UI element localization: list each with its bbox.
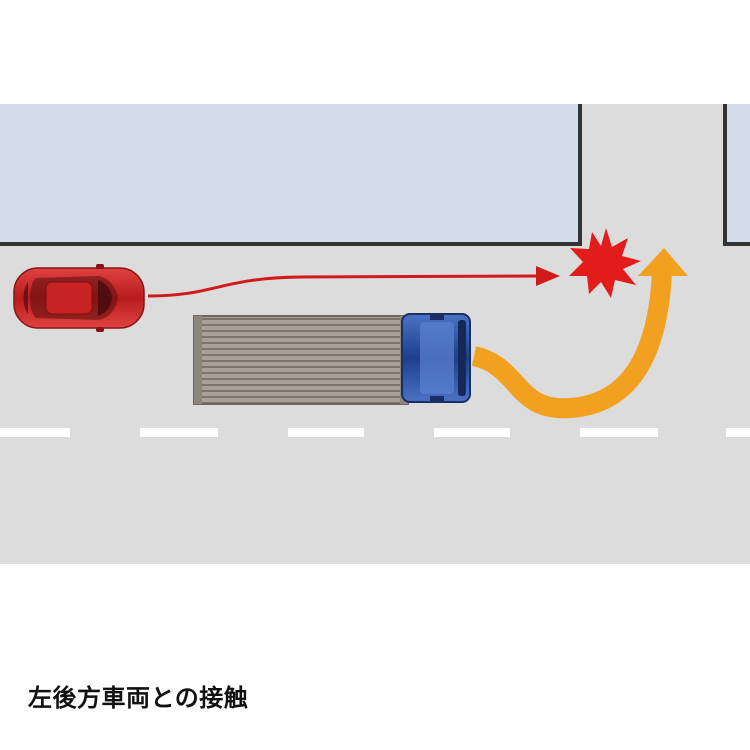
collision-burst-icon <box>569 228 641 298</box>
truck-turn-arrow <box>471 248 688 419</box>
lane-marking <box>0 428 750 437</box>
building-block-right <box>723 104 750 246</box>
diagram-caption: 左後方車両との接触 <box>28 684 249 712</box>
truck-icon <box>193 313 471 405</box>
car-path-arrow <box>147 266 560 298</box>
building-block-left <box>0 104 582 246</box>
car-icon <box>13 264 145 332</box>
